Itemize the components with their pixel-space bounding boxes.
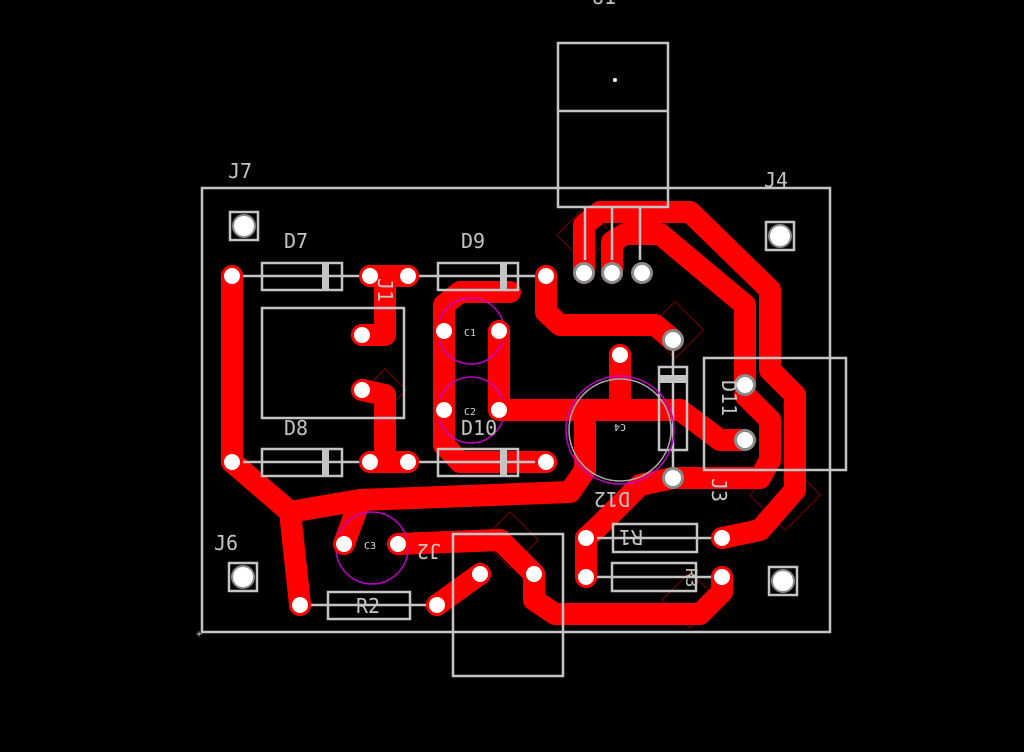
label-r3: R3 xyxy=(682,568,701,587)
r1-footprint[interactable] xyxy=(586,522,722,554)
d12-footprint[interactable] xyxy=(657,340,689,478)
silkscreen xyxy=(227,41,848,678)
pad[interactable] xyxy=(359,451,381,473)
copper-traces xyxy=(221,201,806,625)
label-j6: J6 xyxy=(214,531,238,555)
pad[interactable] xyxy=(469,563,491,585)
pad[interactable] xyxy=(601,262,623,284)
mounting-hole[interactable] xyxy=(231,565,255,589)
pad[interactable] xyxy=(535,265,557,287)
origin-marker: + xyxy=(196,629,202,640)
mounting-hole[interactable] xyxy=(771,569,795,593)
label-c2: C2 xyxy=(464,407,476,418)
pad[interactable] xyxy=(289,594,311,616)
pad[interactable] xyxy=(351,324,373,346)
label-d9: D9 xyxy=(461,229,485,253)
pad[interactable] xyxy=(397,451,419,473)
pad[interactable] xyxy=(711,566,733,588)
d10-footprint[interactable] xyxy=(408,447,546,478)
label-j7: J7 xyxy=(228,159,252,183)
label-j4: J4 xyxy=(764,168,788,192)
d8-footprint[interactable] xyxy=(232,447,370,478)
r2-footprint[interactable] xyxy=(300,590,437,621)
pad[interactable] xyxy=(631,262,653,284)
mounting-hole[interactable] xyxy=(768,224,792,248)
label-u1: U1 xyxy=(592,0,616,9)
pad[interactable] xyxy=(523,563,545,585)
d7-footprint[interactable] xyxy=(232,261,370,292)
pad[interactable] xyxy=(609,344,631,366)
pads xyxy=(221,214,795,616)
board-outline xyxy=(200,186,832,634)
pad[interactable] xyxy=(662,467,684,489)
pad[interactable] xyxy=(221,451,243,473)
pad[interactable] xyxy=(433,399,455,421)
pad[interactable] xyxy=(575,527,597,549)
pad[interactable] xyxy=(573,262,595,284)
pad[interactable] xyxy=(433,320,455,342)
label-c1: C1 xyxy=(464,328,476,339)
pad[interactable] xyxy=(387,533,409,555)
pad[interactable] xyxy=(488,399,510,421)
pad[interactable] xyxy=(734,429,756,451)
u1-footprint[interactable] xyxy=(556,41,670,260)
j1-footprint[interactable] xyxy=(260,306,406,420)
pad[interactable] xyxy=(359,265,381,287)
pad[interactable] xyxy=(734,374,756,396)
pad[interactable] xyxy=(426,594,448,616)
d11-footprint[interactable] xyxy=(702,356,848,472)
d9-footprint[interactable] xyxy=(408,261,546,292)
r3-footprint[interactable] xyxy=(586,561,722,593)
label-d8: D8 xyxy=(284,416,308,440)
label-d11: D11 xyxy=(717,380,741,416)
label-c3: C3 xyxy=(364,541,376,552)
label-r2: R2 xyxy=(356,594,380,618)
pad[interactable] xyxy=(575,566,597,588)
pad[interactable] xyxy=(662,329,684,351)
pad[interactable] xyxy=(711,527,733,549)
label-j2: J2 xyxy=(417,539,441,563)
j7-mounting-pad[interactable] xyxy=(228,210,260,242)
label-r1: R1 xyxy=(619,525,643,549)
j6-mounting-pad[interactable] xyxy=(227,561,259,593)
c4-outline xyxy=(565,375,675,485)
reference-labels: U1 J7 J4 J6 D7 D9 D8 D10 J1 D11 J3 D12 R… xyxy=(214,0,788,618)
pad[interactable] xyxy=(535,451,557,473)
j4-mounting-pad[interactable] xyxy=(764,220,796,252)
label-d10: D10 xyxy=(461,416,497,440)
pad[interactable] xyxy=(333,533,355,555)
label-d7: D7 xyxy=(284,229,308,253)
pad[interactable] xyxy=(221,265,243,287)
label-j3: J3 xyxy=(707,478,731,502)
pad[interactable] xyxy=(351,379,373,401)
pad[interactable] xyxy=(397,265,419,287)
j5-mounting-pad[interactable] xyxy=(767,565,799,597)
label-j1: J1 xyxy=(373,278,397,302)
j2-footprint[interactable] xyxy=(451,532,565,678)
pad[interactable] xyxy=(488,320,510,342)
label-d12: D12 xyxy=(594,487,630,511)
label-c4: C4 xyxy=(614,421,626,432)
mounting-hole[interactable] xyxy=(232,214,256,238)
